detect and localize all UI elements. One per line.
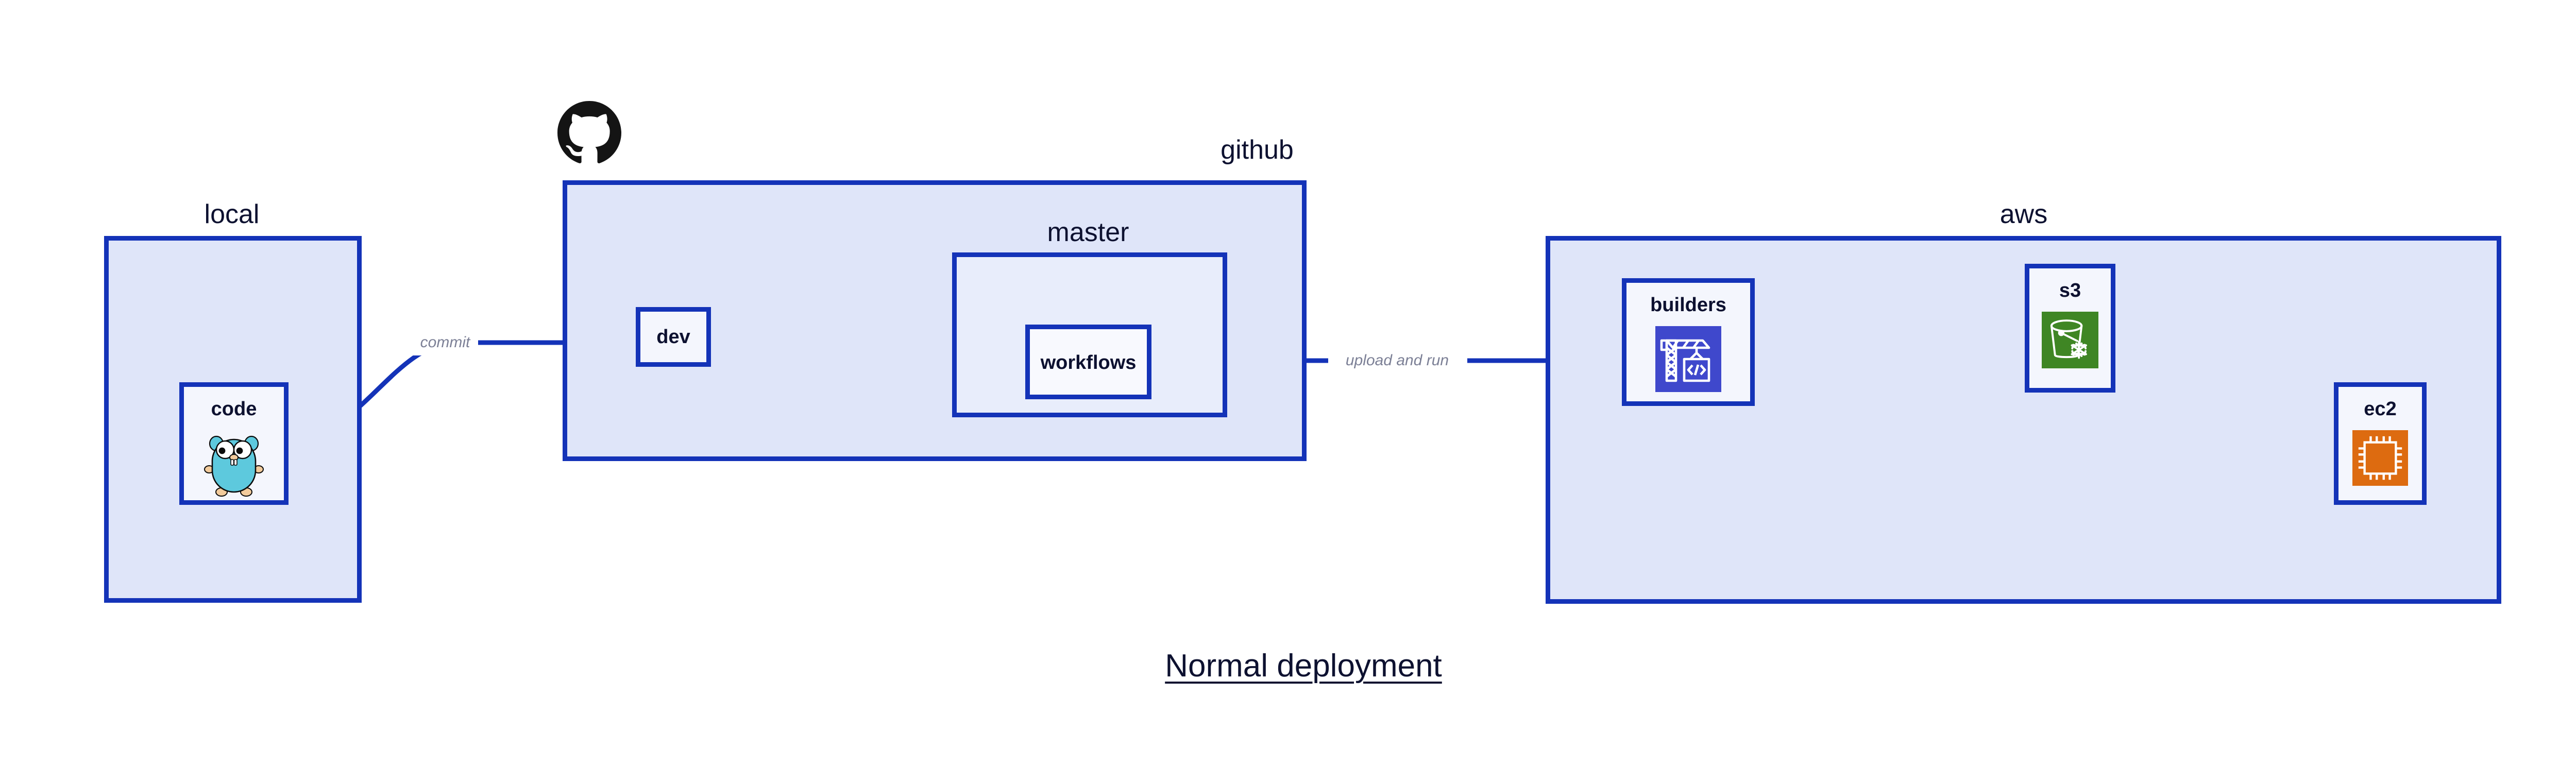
node-label-code: code (211, 398, 257, 420)
node-label-ec2: ec2 (2364, 398, 2397, 420)
edge-label-upload-and-run: upload and run (1345, 352, 1449, 369)
node-label-dev: dev (656, 326, 690, 348)
aws-ec2-icon (2352, 430, 2408, 486)
figure-title: Normal deployment (1165, 648, 1442, 684)
node-label-builders: builders (1650, 294, 1726, 316)
github-octocat-icon (557, 101, 621, 163)
aws-s3-glacier-icon (2042, 312, 2098, 368)
group-label-master: master (1047, 217, 1129, 247)
aws-codebuild-icon (1655, 326, 1721, 392)
group-label-local: local (204, 199, 260, 229)
node-ec2[interactable]: ec2 (2334, 382, 2427, 505)
node-builders[interactable]: builders (1622, 278, 1755, 406)
node-workflows[interactable]: workflows (1025, 325, 1151, 399)
node-code[interactable]: code (179, 382, 289, 505)
node-s3[interactable]: s3 (2025, 264, 2115, 393)
edge-label-commit: commit (420, 334, 470, 351)
group-label-github: github (1221, 135, 1294, 165)
node-label-workflows: workflows (1040, 352, 1137, 373)
go-gopher-icon (204, 435, 264, 497)
node-dev[interactable]: dev (636, 307, 711, 367)
node-label-s3: s3 (2059, 280, 2081, 301)
group-label-aws: aws (1999, 199, 2048, 229)
